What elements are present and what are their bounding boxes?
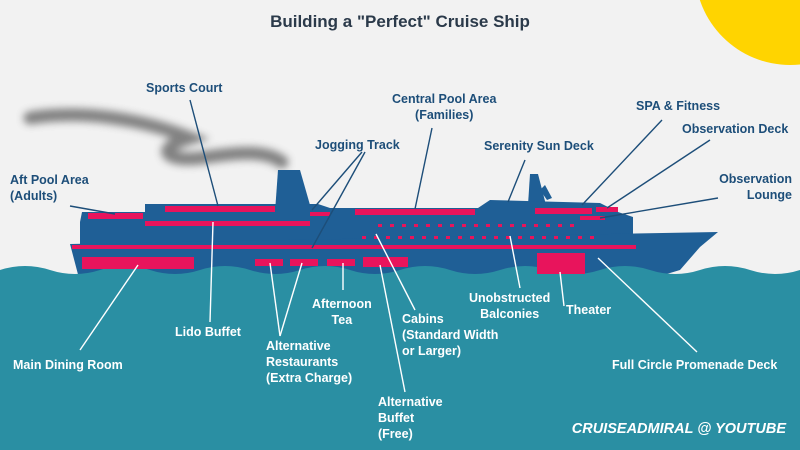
- sea: [0, 266, 800, 450]
- label-theater: Theater: [566, 303, 612, 317]
- label-afternoon-tea: Afternoon Tea: [312, 297, 372, 327]
- label-central-pool-area: Central Pool Area (Families): [392, 92, 497, 122]
- credit-watermark: CRUISEADMIRAL @ YOUTUBE: [571, 421, 786, 437]
- label-aft-pool-area: Aft Pool Area (Adults): [10, 173, 89, 203]
- superstructure: [80, 170, 633, 245]
- label-observation-lounge: Observation Lounge: [719, 172, 792, 202]
- label-observation-deck: Observation Deck: [682, 122, 789, 136]
- label-main-dining-room: Main Dining Room: [13, 358, 123, 372]
- cabin-windows: [362, 224, 594, 239]
- label-spa-fitness: SPA & Fitness: [636, 99, 721, 113]
- label-cabins: Cabins (Standard Width or Larger): [402, 312, 499, 358]
- label-lido-buffet: Lido Buffet: [175, 325, 241, 339]
- highlight-areas: [72, 206, 636, 274]
- label-full-circle-promenade-deck: Full Circle Promenade Deck: [612, 358, 778, 372]
- sun-shape: [699, 0, 800, 65]
- leader-lines-upper: [69, 99, 719, 249]
- label-alternative-buffet: Alternative Buffet (Free): [378, 395, 443, 441]
- smoke-plume: [23, 108, 289, 169]
- label-serenity-sun-deck: Serenity Sun Deck: [484, 139, 594, 153]
- page-title: Building a "Perfect" Cruise Ship: [270, 12, 530, 31]
- leader-lines-lower: [79, 221, 698, 393]
- label-jogging-track: Jogging Track: [315, 138, 400, 152]
- label-alternative-restaurants: Alternative Restaurants (Extra Charge): [266, 339, 353, 385]
- label-sports-court: Sports Court: [146, 81, 223, 95]
- label-unobstructed-balconies: Unobstructed Balconies: [469, 291, 551, 321]
